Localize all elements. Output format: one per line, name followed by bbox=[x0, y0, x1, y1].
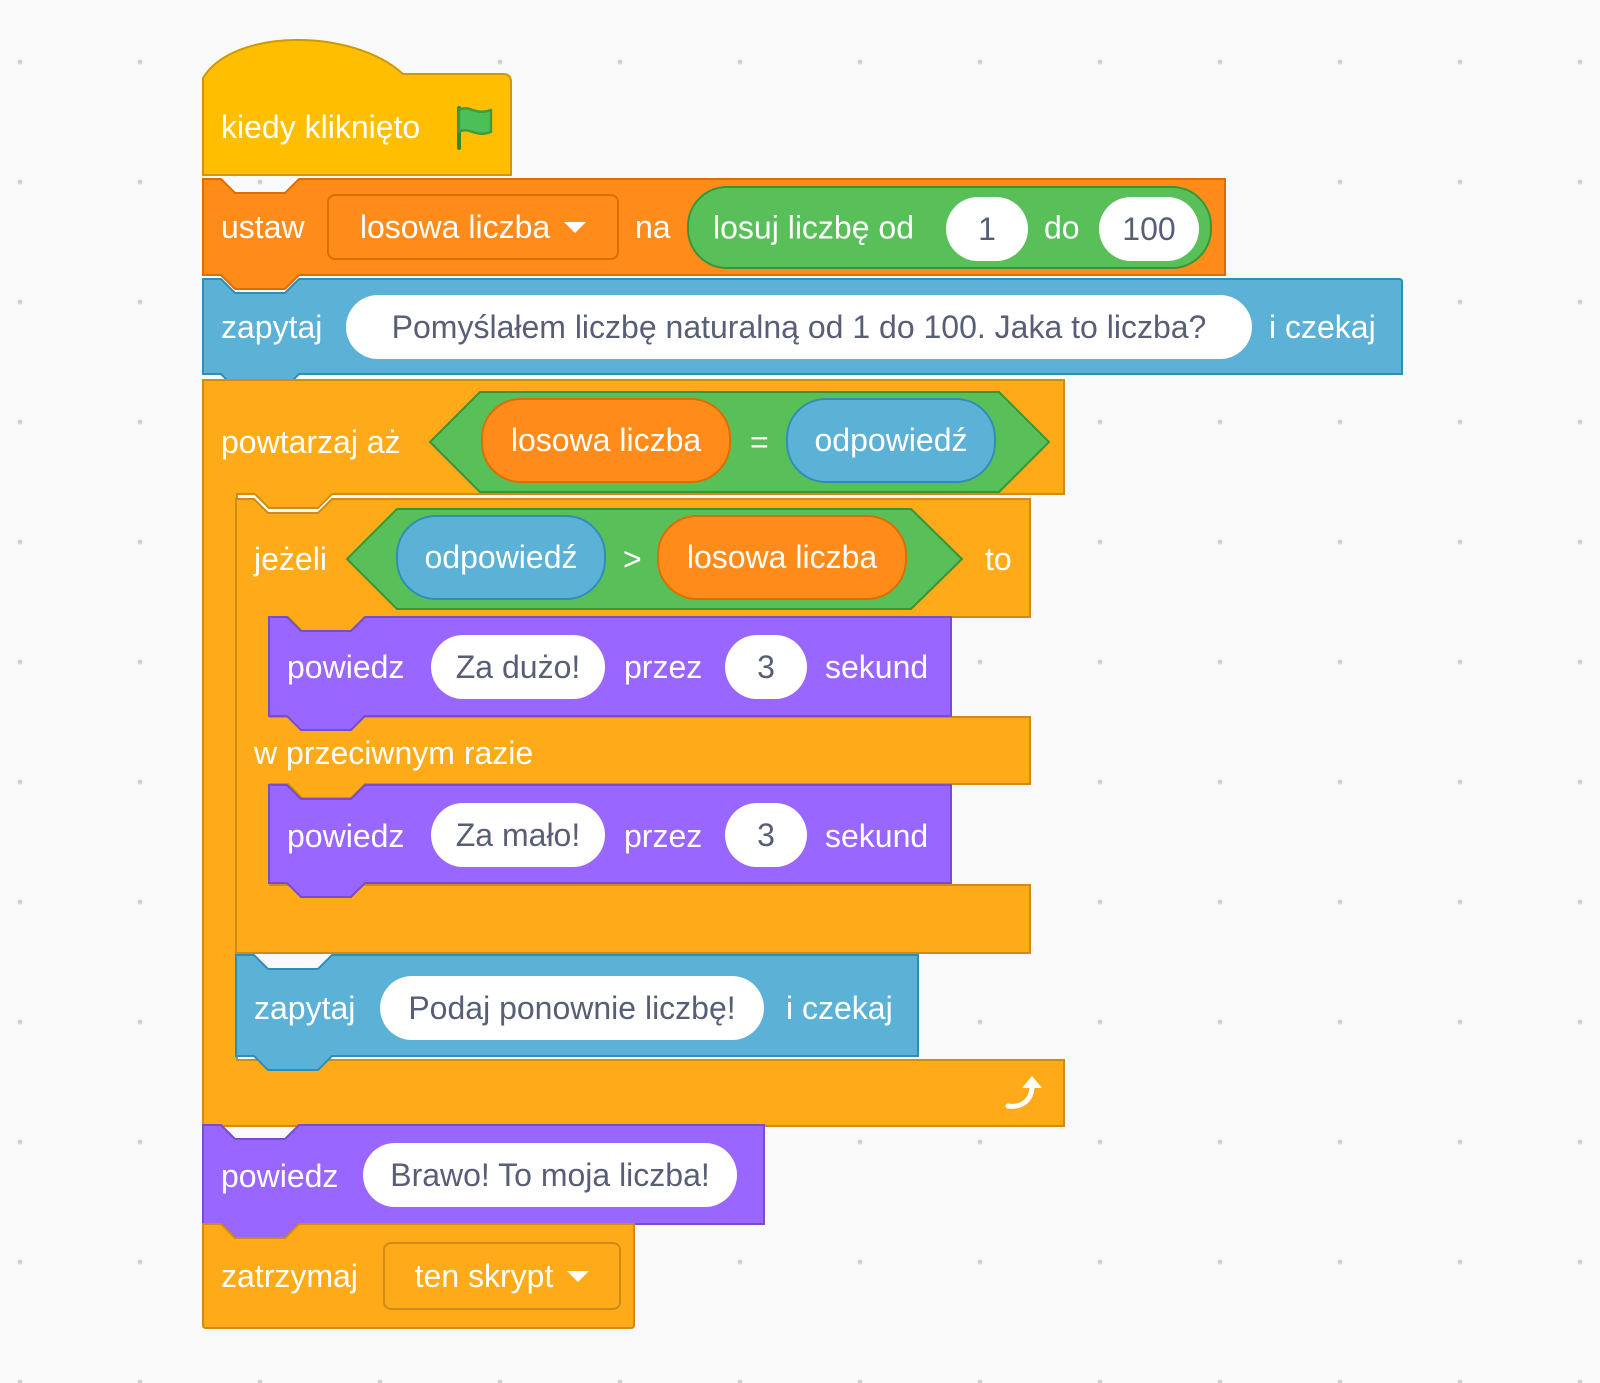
else-label: w przeciwnym razie bbox=[254, 735, 534, 771]
greater-than-condition[interactable]: odpowiedź > losowa liczba bbox=[345, 507, 964, 611]
say-block[interactable]: powiedz Brawo! To moja liczba! bbox=[202, 1123, 768, 1243]
greater-than-operator-label: > bbox=[623, 541, 642, 577]
random-from-input[interactable]: 1 bbox=[946, 197, 1028, 261]
answer-reporter[interactable]: odpowiedź bbox=[396, 515, 606, 600]
say-label: powiedz bbox=[287, 818, 405, 854]
say-message-input[interactable]: Za mało! bbox=[431, 803, 605, 867]
say-label: powiedz bbox=[221, 1158, 339, 1194]
pick-random-label: losuj liczbę od bbox=[713, 209, 914, 245]
variable-reporter-losowa-liczba[interactable]: losowa liczba bbox=[481, 398, 731, 483]
if-else-block[interactable]: jeżeli odpowiedź > losowa liczba to w pr… bbox=[235, 497, 1031, 957]
loop-arrow-icon bbox=[1005, 1076, 1042, 1109]
repeat-until-label: powtarzaj aż bbox=[221, 424, 401, 460]
say-secs-input[interactable]: 3 bbox=[725, 803, 807, 867]
green-flag-icon bbox=[457, 106, 493, 150]
secs-label: sekund bbox=[825, 818, 929, 854]
equals-operator-label: = bbox=[750, 424, 769, 460]
if-label: jeżeli bbox=[254, 541, 327, 577]
ask-wait-label: i czekaj bbox=[786, 990, 893, 1026]
ask-again-block[interactable]: zapytaj Podaj ponownie liczbę! i czekaj bbox=[235, 953, 921, 1075]
hat-label: kiedy kliknięto bbox=[221, 109, 421, 145]
stop-label: zatrzymaj bbox=[221, 1258, 358, 1294]
to-label: na bbox=[635, 209, 671, 245]
variable-dropdown-label: losowa liczba bbox=[359, 208, 551, 245]
random-to-label: do bbox=[1044, 209, 1080, 245]
ask-label: zapytaj bbox=[221, 309, 323, 345]
say-for-secs-block-too-small[interactable]: powiedz Za mało! przez 3 sekund bbox=[268, 783, 954, 903]
ask-question-input[interactable]: Pomyślałem liczbę naturalną od 1 do 100.… bbox=[346, 295, 1252, 359]
then-label: to bbox=[985, 541, 1012, 577]
variable-reporter-losowa-liczba[interactable]: losowa liczba bbox=[657, 515, 907, 600]
stop-option-label: ten skrypt bbox=[414, 1257, 554, 1294]
say-secs-input[interactable]: 3 bbox=[725, 635, 807, 699]
when-flag-clicked-block[interactable]: kiedy kliknięto bbox=[202, 38, 519, 178]
chevron-down-icon bbox=[567, 1270, 590, 1282]
set-label: ustaw bbox=[221, 209, 305, 245]
variable-dropdown[interactable]: losowa liczba bbox=[327, 194, 619, 260]
set-variable-block[interactable]: ustaw losowa liczba na losuj liczbę od 1… bbox=[202, 177, 1228, 290]
secs-label: sekund bbox=[825, 649, 929, 685]
ask-question-input[interactable]: Podaj ponownie liczbę! bbox=[380, 976, 764, 1040]
stop-block[interactable]: zatrzymaj ten skrypt bbox=[202, 1223, 638, 1330]
repeat-until-block[interactable]: powtarzaj aż losowa liczba = odpowiedź bbox=[202, 379, 1068, 1128]
stop-option-dropdown[interactable]: ten skrypt bbox=[383, 1242, 621, 1310]
ask-and-wait-block[interactable]: zapytaj Pomyślałem liczbę naturalną od 1… bbox=[202, 277, 1403, 392]
pick-random-reporter[interactable]: losuj liczbę od 1 do 100 bbox=[687, 186, 1212, 269]
ask-wait-label: i czekaj bbox=[1269, 309, 1376, 345]
say-label: powiedz bbox=[287, 649, 405, 685]
say-message-input[interactable]: Brawo! To moja liczba! bbox=[363, 1143, 737, 1207]
chevron-down-icon bbox=[564, 221, 587, 233]
ask-label: zapytaj bbox=[254, 990, 356, 1026]
say-message-input[interactable]: Za dużo! bbox=[431, 635, 605, 699]
random-to-input[interactable]: 100 bbox=[1099, 197, 1199, 261]
for-label: przez bbox=[624, 818, 703, 854]
equals-condition[interactable]: losowa liczba = odpowiedź bbox=[428, 390, 1051, 494]
say-for-secs-block-too-big[interactable]: powiedz Za dużo! przez 3 sekund bbox=[268, 615, 954, 735]
hat-shape bbox=[202, 39, 512, 176]
for-label: przez bbox=[624, 649, 703, 685]
answer-reporter[interactable]: odpowiedź bbox=[786, 398, 996, 483]
